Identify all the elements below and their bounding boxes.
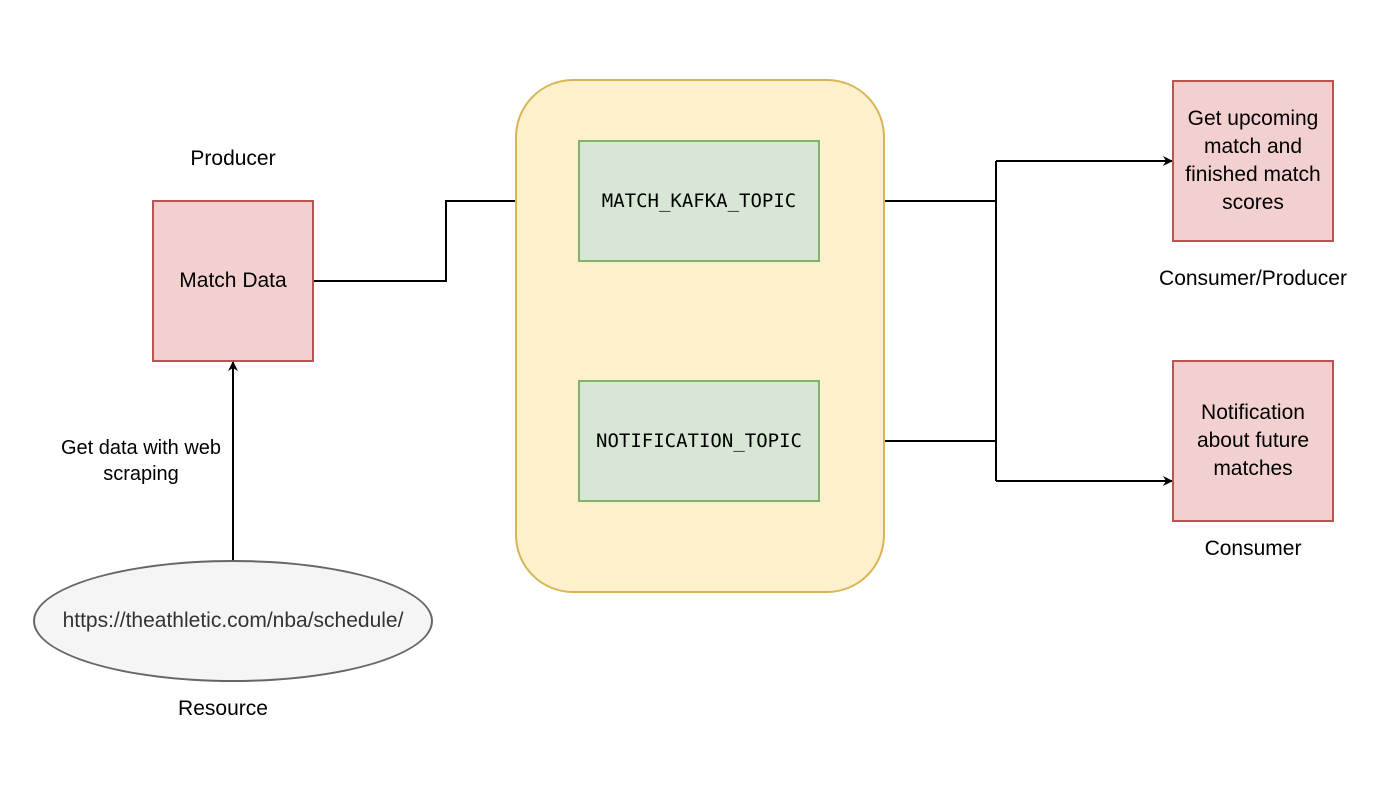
resource-url-node[interactable]: https://theathletic.com/nba/schedule/ xyxy=(33,560,433,682)
producer-label: Producer xyxy=(190,147,276,170)
consumer-label: Consumer xyxy=(1204,537,1302,560)
consumer-producer-label: Consumer/Producer xyxy=(1159,267,1347,290)
web-scraping-edge-label: Get data with web scraping xyxy=(58,435,224,487)
notification-topic-node[interactable]: NOTIFICATION_TOPIC xyxy=(578,380,820,502)
resource-label: Resource xyxy=(178,697,268,720)
future-matches-notification-node[interactable]: Notification about future matches xyxy=(1172,360,1334,522)
upcoming-finished-scores-node[interactable]: Get upcoming match and finished match sc… xyxy=(1172,80,1334,242)
match-data-node[interactable]: Match Data xyxy=(152,200,314,362)
edge-matchdata-to-broker xyxy=(314,200,515,282)
match-kafka-topic-node[interactable]: MATCH_KAFKA_TOPIC xyxy=(578,140,820,262)
